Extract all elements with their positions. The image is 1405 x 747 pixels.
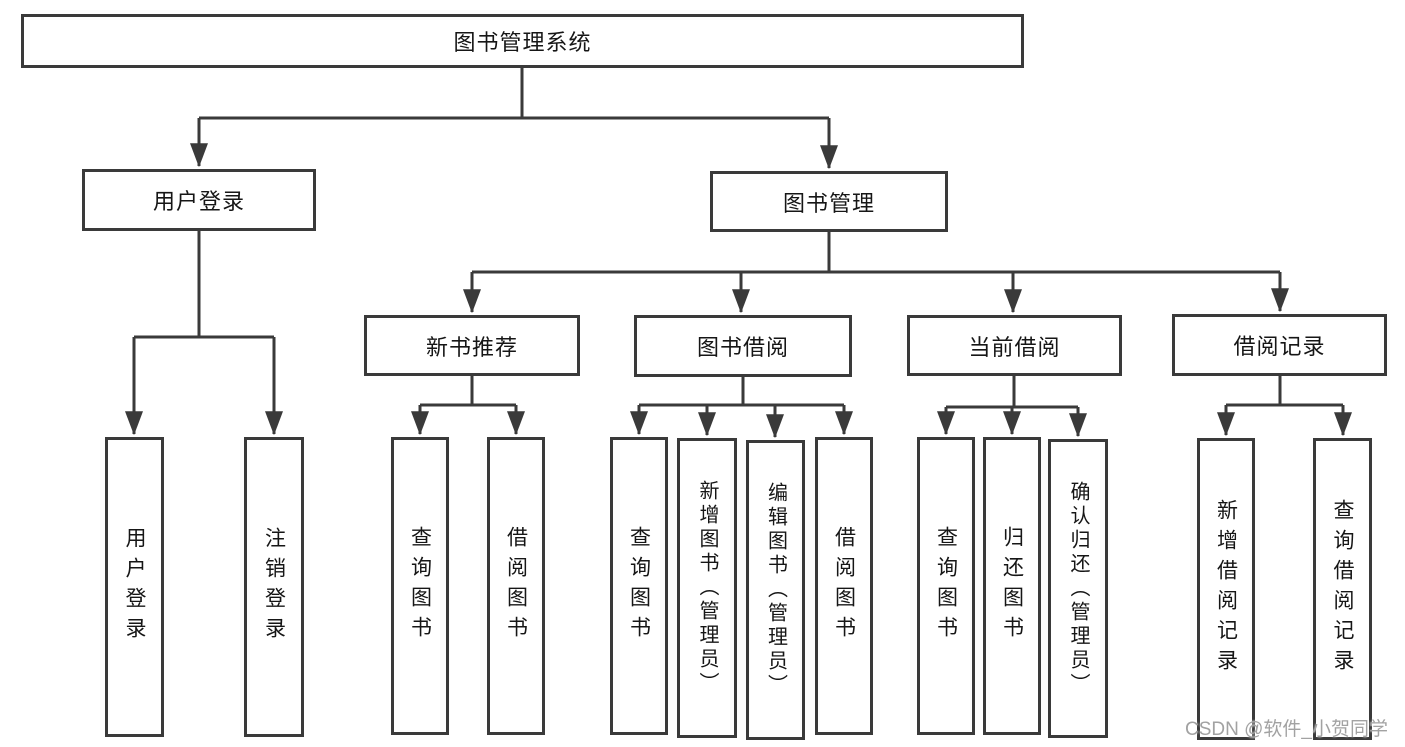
leaf-query-borrow-record: 查询借阅记录 (1313, 438, 1372, 740)
leaf-borrow-books-recommend: 借阅图书 (487, 437, 545, 735)
node-library-management-system: 图书管理系统 (21, 14, 1024, 68)
node-label: 查询图书 (627, 526, 651, 646)
node-label: 编辑图书（管理员） (764, 482, 787, 698)
leaf-edit-books-admin: 编辑图书（管理员） (746, 440, 805, 740)
leaf-query-books-borrow: 查询图书 (610, 437, 668, 735)
leaf-add-books-admin: 新增图书（管理员） (677, 438, 737, 738)
node-label: 借阅图书 (504, 526, 528, 646)
node-book-borrowing: 图书借阅 (634, 315, 852, 377)
node-label: 用户登录 (152, 189, 245, 214)
node-label: 注销登录 (262, 527, 286, 647)
node-label: 确认归还（管理员） (1067, 480, 1089, 697)
node-label: 借阅图书 (832, 526, 856, 646)
node-label: 图书管理 (782, 190, 875, 216)
node-label: 新书推荐 (425, 334, 518, 360)
node-current-borrowing: 当前借阅 (907, 315, 1122, 376)
node-label: 当前借阅 (968, 334, 1061, 360)
node-book-management: 图书管理 (710, 171, 948, 232)
leaf-add-borrow-record: 新增借阅记录 (1197, 438, 1255, 740)
node-borrowing-records: 借阅记录 (1172, 314, 1387, 376)
node-label: 查询图书 (408, 526, 432, 646)
leaf-query-books-current: 查询图书 (917, 437, 975, 735)
node-label: 图书管理系统 (453, 30, 592, 55)
csdn-watermark: CSDN @软件_小贺同学 (1185, 719, 1388, 740)
leaf-return-books: 归还图书 (983, 437, 1041, 735)
leaf-borrow-books: 借阅图书 (815, 437, 873, 735)
node-label: 新增借阅记录 (1214, 499, 1238, 679)
node-label: 用户登录 (123, 527, 146, 647)
node-new-book-recommendation: 新书推荐 (364, 315, 580, 376)
node-label: 借阅记录 (1233, 334, 1326, 359)
node-label: 新增图书（管理员） (696, 480, 718, 696)
leaf-user-login: 用户登录 (105, 437, 164, 737)
leaf-confirm-return-admin: 确认归还（管理员） (1048, 439, 1108, 738)
node-label: 查询借阅记录 (1331, 499, 1354, 679)
node-label: 归还图书 (1000, 526, 1024, 646)
node-label: 图书借阅 (696, 335, 789, 360)
node-label: 查询图书 (934, 526, 958, 646)
node-user-login: 用户登录 (82, 169, 316, 231)
leaf-query-books-recommend: 查询图书 (391, 437, 449, 735)
leaf-logout: 注销登录 (244, 437, 304, 737)
